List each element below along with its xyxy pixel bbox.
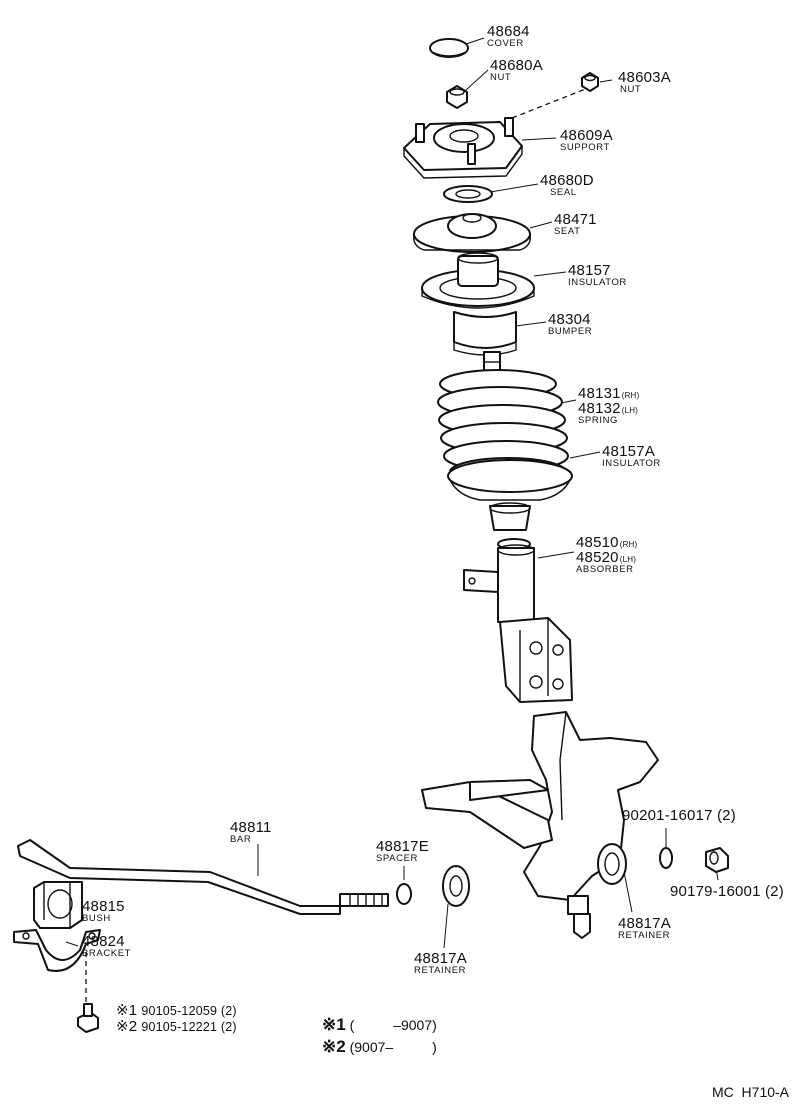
cover-part bbox=[429, 38, 469, 58]
bumper-part bbox=[453, 311, 517, 356]
label-bracket: 48824 BRACKET bbox=[82, 933, 132, 959]
left-retainer-part bbox=[442, 865, 470, 907]
center-nut-part bbox=[446, 85, 468, 109]
stud-nut-part bbox=[581, 72, 599, 92]
label-seal: 48680D SEAL bbox=[540, 172, 594, 198]
label-upper-insulator: 48157 INSULATOR bbox=[568, 262, 627, 288]
label-cover: 48684 COVER bbox=[487, 23, 530, 49]
label-absorber: 48510(RH) 48520(LH) ABSORBER bbox=[576, 534, 638, 575]
lower-insulator-part bbox=[447, 459, 573, 531]
label-spacer: 48817E SPACER bbox=[376, 838, 429, 864]
label-bolt-2: ※2 90105-12221 (2) bbox=[116, 1018, 237, 1035]
spacer-part bbox=[396, 883, 412, 905]
steering-knuckle bbox=[421, 711, 659, 939]
label-seat: 48471 SEAT bbox=[554, 211, 597, 237]
label-spring: 48131(RH) 48132(LH) SPRING bbox=[578, 385, 640, 426]
knuckle-washer bbox=[659, 847, 673, 869]
note-1: ※1 ( –9007) bbox=[322, 1015, 437, 1034]
label-lower-insulator: 48157A INSULATOR bbox=[602, 443, 661, 469]
stabilizer-bar-part bbox=[17, 839, 389, 915]
label-knuckle-bolt: 90201-16017 (2) bbox=[622, 807, 736, 824]
knuckle-nut bbox=[705, 847, 729, 873]
assembly-lines bbox=[85, 87, 589, 1010]
seat-part bbox=[413, 213, 531, 253]
label-bumper: 48304 BUMPER bbox=[548, 311, 593, 337]
note-2: ※2 (9007– ) bbox=[322, 1037, 437, 1056]
support-part bbox=[403, 117, 523, 179]
label-left-retainer: 48817A RETAINER bbox=[414, 950, 467, 976]
label-knuckle-nut: 90179-16001 (2) bbox=[670, 883, 784, 900]
upper-insulator-part bbox=[421, 252, 535, 309]
label-center-nut: 48680A NUT bbox=[490, 57, 543, 83]
label-bush: 48815 BUSH bbox=[82, 898, 125, 924]
shock-absorber-part bbox=[463, 538, 573, 703]
bracket-part bbox=[13, 929, 101, 972]
seal-part bbox=[443, 185, 493, 203]
label-right-retainer: 48817A RETAINER bbox=[618, 915, 671, 941]
bush-part bbox=[33, 881, 83, 929]
label-stud-nut: 48603A NUT bbox=[618, 69, 671, 95]
label-bolt-1: ※1 90105-12059 (2) bbox=[116, 1002, 237, 1019]
label-stabilizer-bar: 48811 BAR bbox=[230, 819, 272, 845]
figure-code: MC H710-A bbox=[712, 1084, 790, 1100]
label-support: 48609A SUPPORT bbox=[560, 127, 613, 153]
bracket-bolt-part bbox=[77, 1003, 99, 1033]
